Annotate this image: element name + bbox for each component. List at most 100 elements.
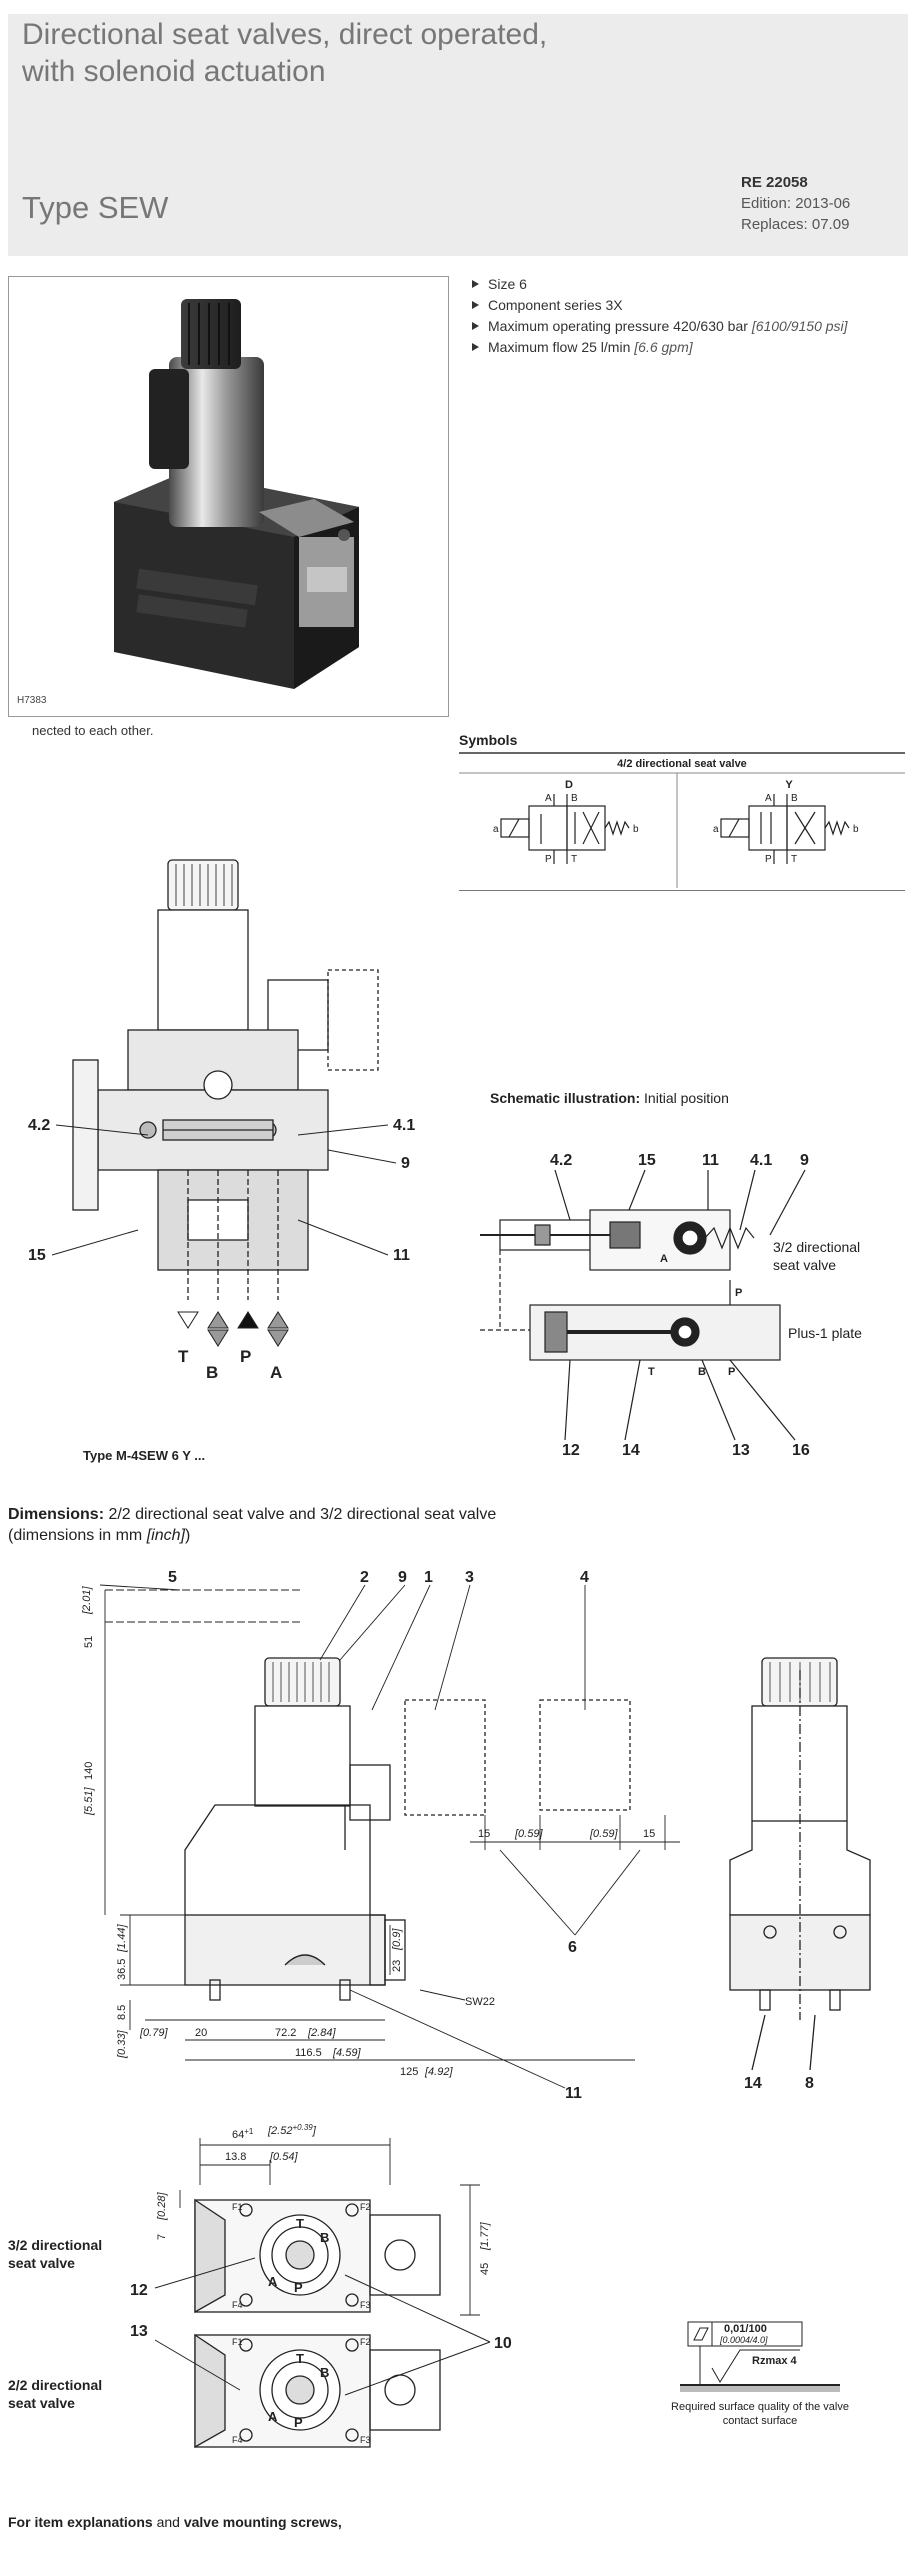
svg-text:A: A [765, 793, 772, 804]
svg-text:F4: F4 [232, 2300, 243, 2310]
edition: Edition: 2013-06 [741, 195, 851, 212]
svg-text:23: 23 [391, 1960, 403, 1972]
schem-label-9: 9 [800, 1152, 809, 1169]
svg-text:20: 20 [195, 2027, 207, 2039]
svg-text:P: P [294, 2415, 303, 2430]
svg-text:36.5: 36.5 [116, 1959, 128, 1980]
feature-item: Maximum flow 25 l/min [6.6 gpm] [470, 337, 848, 358]
svg-text:A: A [268, 2274, 278, 2289]
bottom-item-12: 12 [130, 2282, 148, 2299]
svg-text:[0.54]: [0.54] [269, 2151, 298, 2163]
schematic-title: Schematic illustration: Initial position [490, 1090, 729, 1106]
section-caption: Type M-4SEW 6 Y ... [83, 1448, 205, 1463]
replaces: Replaces: 07.09 [741, 216, 850, 233]
schem-port-a: A [660, 1253, 668, 1265]
svg-text:a: a [493, 824, 499, 835]
symbols-title: Symbols [459, 732, 518, 748]
dim-item-9: 9 [398, 1569, 407, 1586]
svg-text:F2: F2 [360, 2202, 371, 2212]
feature-item: Component series 3X [470, 295, 848, 316]
svg-text:[4.92]: [4.92] [424, 2066, 453, 2078]
dim-item-3: 3 [465, 1569, 474, 1586]
svg-text:72.2: 72.2 [275, 2027, 296, 2039]
svg-text:[4.59]: [4.59] [332, 2047, 361, 2059]
dim-item-8: 8 [805, 2075, 814, 2092]
svg-text:[2.84]: [2.84] [307, 2027, 336, 2039]
svg-text:P: P [545, 854, 552, 865]
svg-text:13.8: 13.8 [225, 2151, 246, 2163]
photo-code: H7383 [17, 695, 47, 706]
svg-text:0,01/100: 0,01/100 [724, 2323, 767, 2335]
svg-text:T: T [571, 854, 577, 865]
svg-text:F4: F4 [232, 2435, 243, 2445]
svg-text:P: P [294, 2280, 303, 2295]
svg-text:[0.28]: [0.28] [156, 2192, 168, 2221]
svg-text:B: B [320, 2230, 329, 2245]
schem-label-13: 13 [732, 1442, 750, 1459]
continuation-text: nected to each other. [32, 723, 154, 738]
symbols-table: 4/2 directional seat valve D Y a b A B P… [459, 752, 905, 891]
svg-text:SW22: SW22 [465, 1996, 495, 2008]
svg-text:51: 51 [83, 1636, 95, 1648]
symbols-diagram: 4/2 directional seat valve D Y a b A B P… [459, 758, 905, 888]
item-label-9: 9 [401, 1155, 410, 1172]
svg-text:T: T [791, 854, 797, 865]
svg-text:[2.01]: [2.01] [81, 1586, 93, 1615]
schem-plate-text: Plus-1 plate [788, 1325, 862, 1341]
title-line-2: with solenoid actuation [22, 55, 326, 88]
svg-text:A: A [545, 793, 552, 804]
svg-text:[1.44]: [1.44] [116, 1924, 128, 1953]
title-line-1: Directional seat valves, direct operated… [22, 18, 548, 51]
schem-label-12: 12 [562, 1442, 580, 1459]
svg-text:[0.59]: [0.59] [514, 1828, 543, 1840]
svg-text:140: 140 [83, 1762, 95, 1780]
svg-text:45: 45 [479, 2263, 491, 2275]
svg-text:T: T [296, 2351, 304, 2366]
svg-text:F3: F3 [360, 2435, 371, 2445]
svg-text:Required surface quality of th: Required surface quality of the valve [671, 2401, 849, 2413]
product-photo: H7383 [8, 276, 449, 717]
svg-text:F2: F2 [360, 2337, 371, 2347]
dim-item-4: 4 [580, 1569, 589, 1586]
dimension-drawing: [2.01] 51 140 [5.51] 36.5 [1.44] 8.5 [0.… [81, 1569, 871, 2100]
valve-2-2-bottom [194, 2333, 441, 2449]
feature-list: Size 6 Component series 3X Maximum opera… [470, 274, 848, 358]
svg-text:A: A [268, 2409, 278, 2424]
svg-text:b: b [633, 824, 639, 835]
svg-text:F1: F1 [232, 2337, 243, 2347]
label-3-2-valve-2: seat valve [8, 2255, 75, 2271]
schem-valve-text-2: seat valve [773, 1257, 836, 1273]
svg-text:[0.9]: [0.9] [391, 1928, 403, 1951]
svg-text:B: B [320, 2365, 329, 2380]
svg-text:P: P [765, 854, 772, 865]
footer-note: For item explanations and valve mounting… [8, 2514, 342, 2530]
svg-text:[5.51]: [5.51] [83, 1787, 95, 1816]
svg-text:8.5: 8.5 [116, 2005, 128, 2020]
symbol-d [500, 794, 630, 864]
svg-text:125: 125 [400, 2066, 418, 2078]
svg-text:T: T [296, 2216, 304, 2231]
svg-text:contact surface: contact surface [723, 2415, 798, 2427]
valve-photo-illustration [9, 277, 448, 716]
feature-item: Maximum operating pressure 420/630 bar [… [470, 316, 848, 337]
schem-port-b: B [698, 1366, 706, 1378]
symbol-y [720, 794, 850, 864]
type-label: Type SEW [22, 190, 169, 225]
schem-valve-text-1: 3/2 directional [773, 1239, 860, 1255]
schem-port-p: P [735, 1287, 742, 1299]
label-2-2-valve-2: seat valve [8, 2395, 75, 2411]
dim-item-5: 5 [168, 1569, 177, 1586]
svg-text:Rzmax 4: Rzmax 4 [752, 2355, 798, 2367]
label-3-2-valve-1: 3/2 directional [8, 2237, 102, 2253]
item-label-15: 15 [28, 1247, 46, 1264]
svg-text:[2.52+0.39]: [2.52+0.39] [267, 2123, 317, 2137]
schem-label-15: 15 [638, 1152, 656, 1169]
port-label-p: P [240, 1347, 251, 1366]
schem-label-14: 14 [622, 1442, 640, 1459]
dim-64: 64+1 [232, 2127, 254, 2141]
symbol-col-d: D [565, 779, 573, 791]
bottom-item-10: 10 [494, 2335, 512, 2352]
symbol-col-y: Y [785, 779, 793, 791]
item-label-4-1: 4.1 [393, 1117, 415, 1134]
svg-text:F1: F1 [232, 2202, 243, 2212]
